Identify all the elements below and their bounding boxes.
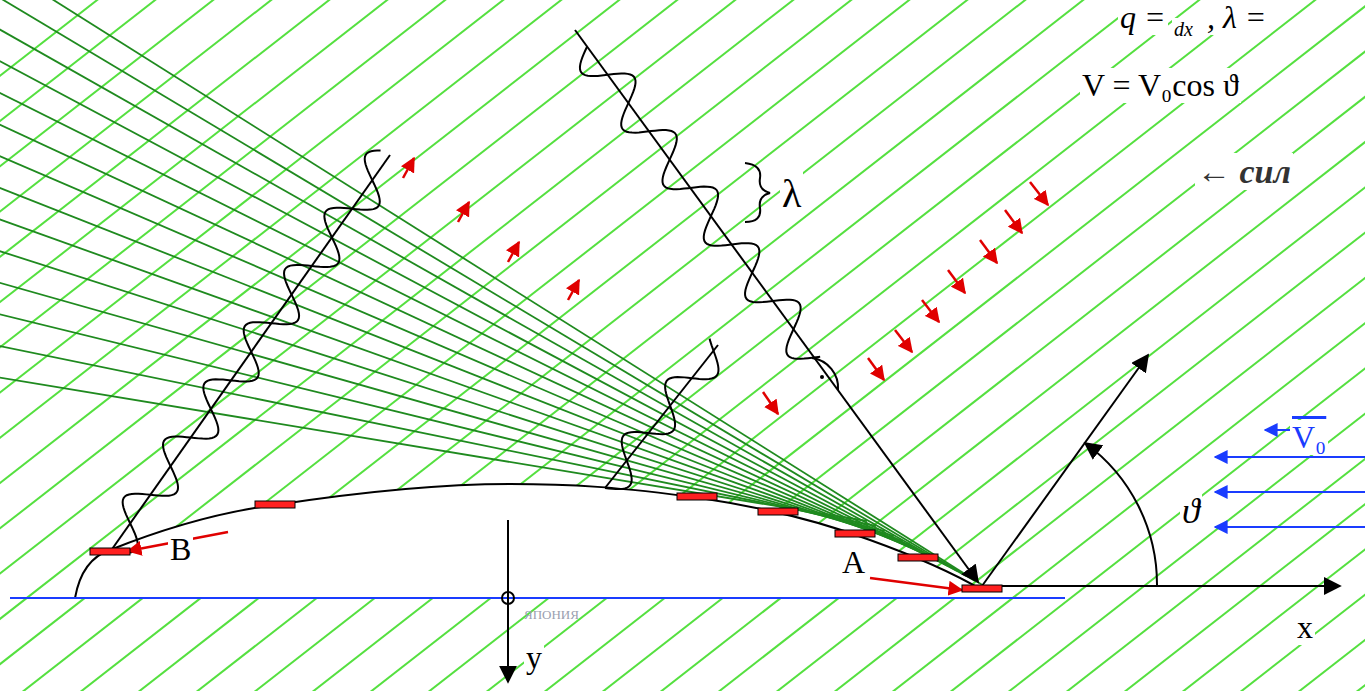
wave-curve — [580, 47, 820, 359]
reflected-ray — [110, 155, 390, 552]
sea-level-line — [10, 597, 1065, 599]
wavefront-line — [998, 0, 1365, 691]
map-watermark: ЯПОНИЯ — [522, 608, 581, 622]
wavefront-line — [1230, 0, 1365, 691]
wave-curve — [605, 339, 718, 489]
angle-arc — [1085, 443, 1157, 586]
wavefront-line — [940, 0, 1365, 691]
formula-denominator: dx — [1172, 18, 1195, 40]
island-fill — [75, 484, 982, 598]
current-arrow — [1215, 456, 1365, 458]
right-angle-mark — [812, 358, 838, 390]
force-arrow — [763, 392, 778, 414]
wavefront-line — [1056, 0, 1365, 691]
incident-ray — [575, 30, 978, 582]
current-arrow — [1215, 491, 1365, 493]
caption-fragment: ← сил — [1195, 153, 1293, 190]
pointer-arrow — [870, 578, 962, 590]
island-outline — [75, 484, 982, 598]
angle-symbol: ϑ — [1180, 492, 1202, 532]
right-angle-dot — [820, 375, 824, 379]
wave-curve — [110, 151, 381, 554]
y-axis — [507, 520, 509, 682]
force-arrow — [458, 202, 469, 222]
axis-label: x — [1295, 610, 1315, 645]
force-arrow — [568, 280, 579, 300]
wavefront-line — [1114, 0, 1365, 691]
wavefront-line — [1288, 0, 1365, 691]
wave-curves — [110, 47, 820, 553]
wavelength-brace — [745, 163, 770, 222]
force-arrow — [948, 270, 965, 293]
gauge-marker — [255, 501, 295, 508]
force-arrow — [403, 158, 414, 178]
force-arrow — [1030, 182, 1048, 205]
gauge-markers — [90, 493, 1002, 592]
vector-bar — [1265, 429, 1290, 431]
point-label: B — [168, 532, 193, 567]
gauge-marker — [758, 508, 798, 515]
velocity-direction — [982, 355, 1148, 586]
point-label: A — [840, 545, 867, 580]
force-arrow — [980, 240, 997, 263]
force-arrow — [868, 358, 884, 380]
wavefront-line — [1346, 0, 1365, 691]
force-arrow — [508, 242, 519, 262]
origin-circle — [502, 592, 514, 604]
axis-label: y — [524, 640, 544, 675]
formula-text: V = V₀cos ϑ — [1080, 68, 1241, 103]
velocity-symbol: V₀ — [1290, 420, 1328, 455]
reflected-ray — [605, 345, 718, 488]
gauge-marker — [677, 493, 717, 500]
formula-text: q = — [1118, 0, 1168, 35]
force-arrow — [1005, 210, 1022, 233]
gauge-marker — [898, 554, 938, 561]
current-arrow — [1215, 526, 1365, 528]
gauge-marker — [835, 530, 875, 537]
formula-text: , λ = — [1205, 0, 1268, 35]
wavefront-line — [1172, 0, 1365, 691]
force-arrows — [403, 158, 1048, 414]
force-arrow — [922, 300, 939, 322]
wavelength-symbol: λ — [780, 172, 803, 216]
gauge-marker — [962, 585, 1002, 592]
gauge-marker — [90, 548, 130, 555]
force-arrow — [895, 330, 912, 352]
